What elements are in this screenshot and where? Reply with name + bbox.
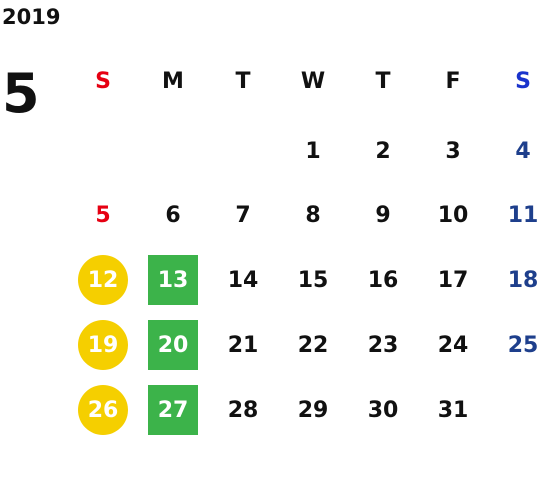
day-cell-empty <box>488 385 548 435</box>
day-cell-18[interactable]: 18 <box>507 267 539 293</box>
day-cell-7[interactable]: 7 <box>235 202 251 228</box>
highlighted-day-circle: 19 <box>78 320 128 370</box>
day-cell-29[interactable]: 29 <box>297 397 329 423</box>
highlighted-day-square: 13 <box>148 255 198 305</box>
day-cell-11[interactable]: 11 <box>507 202 539 228</box>
day-cell-21[interactable]: 21 <box>227 332 259 358</box>
day-cell-12[interactable]: 12 <box>68 255 138 305</box>
day-cell-30[interactable]: 30 <box>367 397 399 423</box>
day-cell-27[interactable]: 27 <box>138 385 208 435</box>
day-cell-2[interactable]: 2 <box>375 138 391 164</box>
weekday-tuesday: T <box>235 68 251 94</box>
highlighted-day-square: 27 <box>148 385 198 435</box>
day-cell-19[interactable]: 19 <box>68 320 138 370</box>
weekday-friday: F <box>445 68 461 94</box>
week-row-5: 26 27 28 29 30 31 <box>68 385 548 435</box>
week-row-3: 12 13 14 15 16 17 18 <box>68 255 548 305</box>
day-cell-3[interactable]: 3 <box>445 138 461 164</box>
day-cell-empty <box>138 126 208 176</box>
weekday-thursday: T <box>375 68 391 94</box>
week-row-1: 1 2 3 4 <box>68 126 548 176</box>
week-row-4: 19 20 21 22 23 24 25 <box>68 320 548 370</box>
day-cell-9[interactable]: 9 <box>375 202 391 228</box>
day-cell-20[interactable]: 20 <box>138 320 208 370</box>
day-cell-1[interactable]: 1 <box>305 138 321 164</box>
day-cell-26[interactable]: 26 <box>68 385 138 435</box>
day-cell-8[interactable]: 8 <box>305 202 321 228</box>
calendar-month: 5 <box>2 62 40 125</box>
weekday-monday: M <box>162 68 184 94</box>
day-cell-25[interactable]: 25 <box>507 332 539 358</box>
day-cell-17[interactable]: 17 <box>437 267 469 293</box>
weekday-wednesday: W <box>300 68 326 94</box>
day-cell-empty <box>208 126 278 176</box>
week-row-2: 5 6 7 8 9 10 11 <box>68 190 548 240</box>
weekday-header-row: S M T W T F S <box>68 56 548 106</box>
day-cell-22[interactable]: 22 <box>297 332 329 358</box>
highlighted-day-square: 20 <box>148 320 198 370</box>
calendar-year: 2019 <box>2 5 61 29</box>
weekday-sunday: S <box>95 68 111 94</box>
day-cell-6[interactable]: 6 <box>165 202 181 228</box>
day-cell-5[interactable]: 5 <box>95 202 111 228</box>
day-cell-28[interactable]: 28 <box>227 397 259 423</box>
day-cell-16[interactable]: 16 <box>367 267 399 293</box>
day-cell-empty <box>68 126 138 176</box>
day-cell-10[interactable]: 10 <box>437 202 469 228</box>
day-cell-31[interactable]: 31 <box>437 397 469 423</box>
highlighted-day-circle: 26 <box>78 385 128 435</box>
day-cell-15[interactable]: 15 <box>297 267 329 293</box>
highlighted-day-circle: 12 <box>78 255 128 305</box>
day-cell-23[interactable]: 23 <box>367 332 399 358</box>
weekday-saturday: S <box>515 68 531 94</box>
day-cell-24[interactable]: 24 <box>437 332 469 358</box>
day-cell-13[interactable]: 13 <box>138 255 208 305</box>
day-cell-14[interactable]: 14 <box>227 267 259 293</box>
day-cell-4[interactable]: 4 <box>515 138 531 164</box>
